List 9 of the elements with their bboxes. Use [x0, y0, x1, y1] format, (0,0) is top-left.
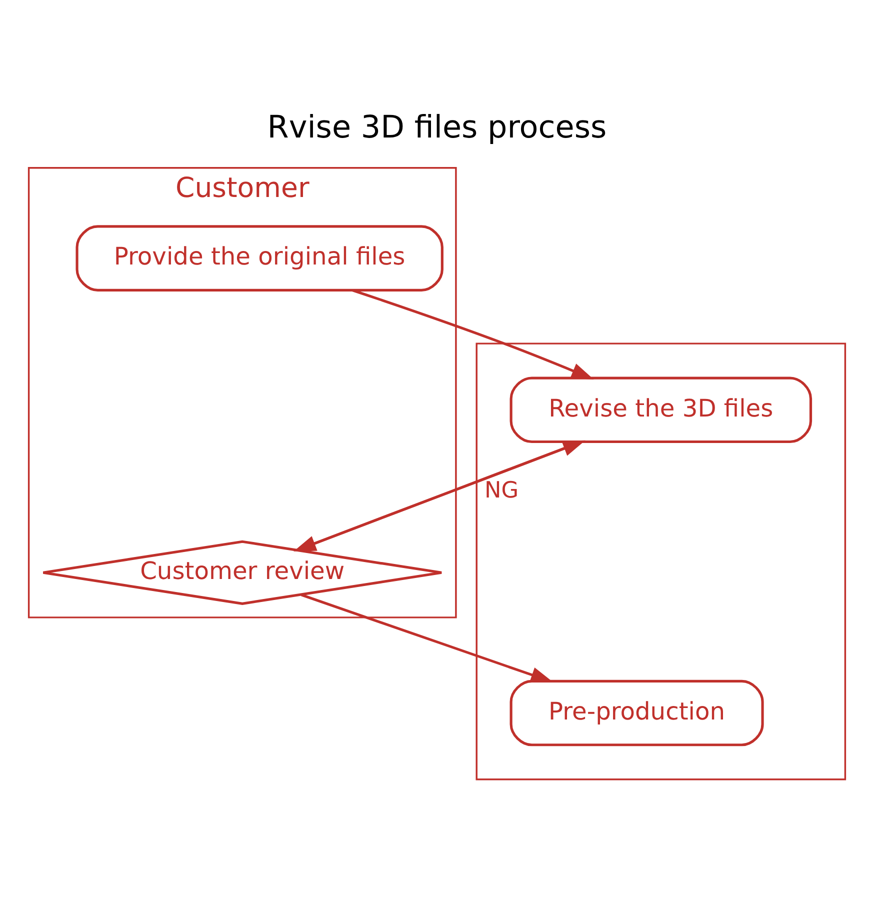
arrow — [352, 288, 594, 379]
diagram-title: Rvise 3D files process — [267, 109, 607, 146]
arrow — [300, 593, 554, 682]
node-diamond: Customer review — [42, 540, 443, 604]
edge-label: NG — [484, 477, 519, 504]
node-box: Revise the 3D files — [510, 376, 812, 443]
node-box: Pre-production — [510, 679, 764, 746]
node-box: Provide the original files — [76, 224, 444, 291]
cluster — [476, 342, 846, 780]
